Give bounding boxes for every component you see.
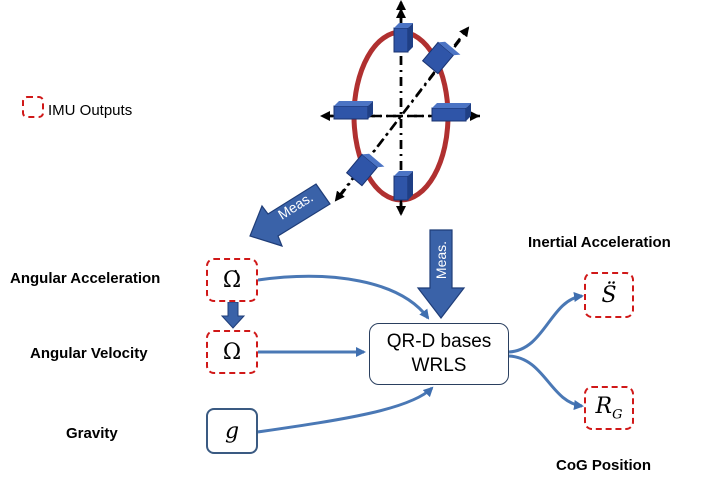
angular-acceleration-symbol: Ω̇	[222, 267, 242, 293]
meas-diagonal-arrow: Meas.	[249, 183, 331, 247]
cog-position-box: RG	[584, 386, 634, 430]
label-inertial-acceleration: Inertial Acceleration	[528, 234, 671, 251]
label-gravity: Gravity	[66, 425, 118, 442]
imu-block-bottom	[393, 171, 413, 201]
gravity-box: g	[206, 408, 258, 454]
flow-proc-to-accel	[508, 292, 584, 354]
inertial-acceleration-box: S̈	[584, 272, 634, 318]
flow-gravity-to-proc	[257, 386, 434, 434]
derivative-arrow	[220, 301, 246, 329]
processor-line1: QR-D bases	[386, 331, 492, 352]
legend-label: IMU Outputs	[48, 102, 133, 119]
inertial-acceleration-symbol: S̈	[601, 282, 617, 308]
imu-block-right	[431, 103, 471, 122]
angular-velocity-symbol: Ω	[222, 339, 242, 365]
processor-box: QR-D bases WRLS	[369, 323, 509, 385]
meas-vertical-arrow: Meas.	[416, 229, 466, 319]
cog-position-subscript: G	[612, 407, 623, 423]
flow-proc-to-cog	[508, 354, 584, 410]
imu-block-lower-left	[345, 153, 385, 187]
label-angular-acceleration: Angular Acceleration	[10, 270, 161, 287]
meas-vertical-label: Meas.	[433, 241, 449, 279]
label-cog-position: CoG Position	[556, 457, 651, 474]
flow-angacc-to-proc	[257, 274, 430, 320]
label-angular-velocity: Angular Velocity	[30, 345, 148, 362]
cog-position-symbol: RG	[595, 393, 623, 423]
imu-block-top	[393, 23, 413, 53]
gravity-symbol: g	[224, 418, 240, 444]
legend-dashed-swatch	[22, 96, 44, 118]
angular-velocity-box: Ω	[206, 330, 258, 374]
angular-acceleration-box: Ω̇	[206, 258, 258, 302]
imu-block-left	[333, 101, 373, 120]
imu-block-upper-right	[421, 41, 461, 75]
processor-line2: WRLS	[411, 355, 467, 376]
